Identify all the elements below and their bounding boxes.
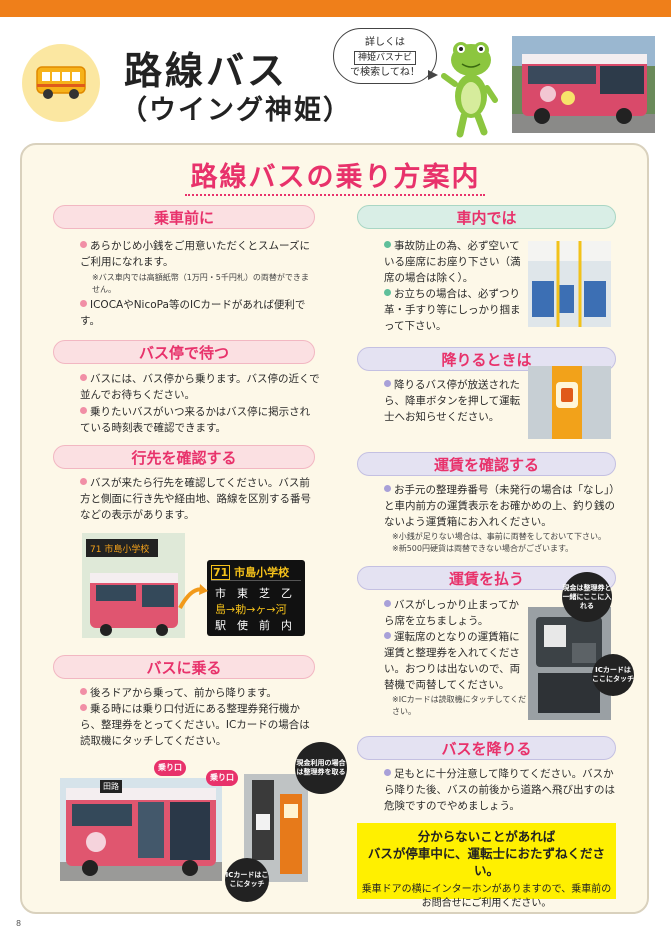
top-orange-stripe	[0, 0, 671, 17]
sign-row3: 駅 使 前 内	[215, 619, 292, 632]
speech-tail	[428, 70, 438, 80]
speech-app-name: 神姫バスナビ	[353, 51, 416, 65]
bullet-icon	[80, 374, 87, 381]
heading-board-bus: バスに乗る	[53, 655, 315, 679]
bullet-icon	[384, 289, 391, 296]
check-fare-note1: ※小銭が足りない場合は、事前に両替をしておいて下さい。	[392, 532, 606, 541]
before-boarding-note: ※バス車内では高額紙幣（1万円・5千円札）の両替ができません。	[92, 273, 309, 294]
guide-title: 路線バスの乗り方案内	[190, 162, 481, 193]
pay-fare-item2: 運転席のとなりの運賃箱に運賃と整理券を入れてください。おつりは出ないので、両替機…	[384, 631, 521, 691]
heading-before-boarding: 乗車前に	[53, 205, 315, 229]
bullet-icon	[80, 704, 87, 711]
bullet-icon	[384, 241, 391, 248]
bullet-icon	[80, 478, 87, 485]
callout-fare-ic: ICカードはここにタッチ	[592, 654, 634, 696]
bullet-icon	[80, 300, 87, 307]
bullet-icon	[384, 632, 391, 639]
sign-destination: 市島小学校	[234, 566, 290, 579]
check-fare-item1: お手元の整理券番号（未発行の場合は「なし」）と車内前方の運賃表示をお確かめの上、…	[384, 484, 615, 528]
sign-row1: 市 東 芝 乙	[215, 587, 292, 600]
bullet-icon	[384, 485, 391, 492]
heading-inside-bus: 車内では	[357, 205, 616, 229]
fare-box-photo	[528, 607, 611, 720]
bullet-icon	[384, 600, 391, 607]
destination-sign-display: 71 市島小学校 市 東 芝 乙 島→勅→ヶ→河 駅 使 前 内	[207, 560, 305, 636]
pay-fare-note1: ※ICカードは読取機にタッチしてください。	[392, 695, 527, 716]
bus-destination-photo: 71 市島小学校	[82, 533, 185, 638]
wait-item1: バスには、バス停から乗ります。バス停の近くで並んでお待ちください。	[80, 373, 320, 401]
sign-route-number: 71	[211, 565, 231, 580]
board-item2: 乗る時には乗り口付近にある整理券発行機から、整理券をとってください。ICカードの…	[80, 703, 310, 747]
speech-bubble: 詳しくは 神姫バスナビ で検索してね！	[333, 28, 437, 84]
ticket-machine-photo	[244, 774, 308, 882]
callout-fare-cash: 現金は整理券と一緒にここに入れる	[562, 572, 612, 622]
help-box: 分からないことがあれば バスが停車中に、運転士におたずねください。 乗車ドアの横…	[357, 823, 616, 909]
speech-line1: 詳しくは	[365, 37, 405, 48]
bus-boarding-photo: 田路	[60, 778, 222, 881]
boarding-label-1: 乗り口	[154, 760, 186, 776]
destination-item1: バスが来たら行先を確認してください。バス前方と側面に行き先や経由地、路線を区別す…	[80, 477, 311, 521]
heading-check-fare: 運賃を確認する	[357, 452, 616, 476]
speech-line3: で検索してね！	[350, 67, 420, 78]
help-line1: 分からないことがあれば	[417, 829, 556, 844]
boarding-label-2: 乗り口	[206, 770, 238, 786]
callout-cash-ticket: 現金利用の場合は整理券を取る	[295, 742, 347, 794]
arrow-icon	[178, 584, 208, 609]
alight-item1: 足もとに十分注意して降りてください。バスから降りた後、バスの前後から道路へ飛び出…	[384, 768, 615, 812]
bullet-icon	[80, 688, 87, 695]
svg-text:71 市島小学校: 71 市島小学校	[90, 543, 149, 555]
bus-photo-exterior	[512, 36, 655, 133]
before-boarding-item1: あらかじめ小銭をご用意いただくとスムーズにご利用になれます。	[80, 240, 310, 268]
bullet-icon	[80, 241, 87, 248]
page-subtitle: （ウイング神姫）	[120, 95, 352, 126]
check-fare-note2: ※新500円硬貨は両替できない場合がございます。	[392, 544, 574, 553]
bullet-icon	[80, 407, 87, 414]
bullet-icon	[384, 769, 391, 776]
bullet-icon	[384, 380, 391, 387]
heading-check-destination: 行先を確認する	[53, 445, 315, 469]
help-line2: バスが停車中に、運転士におたずねください。	[367, 846, 606, 878]
bus-destination-sign: 田路	[100, 780, 122, 793]
heading-wait-at-stop: バス停で待つ	[53, 340, 315, 364]
frog-mascot-icon	[441, 42, 498, 138]
page-title: 路線バス	[124, 49, 289, 93]
page-number: 8	[16, 919, 22, 928]
bus-interior-photo	[528, 241, 611, 327]
inside-item2: お立ちの場合は、必ずつり革・手すり等にしっかり掴まって下さい。	[384, 288, 521, 332]
wait-item2: 乗りたいバスがいつ来るかはバス停に掲示されている時刻表で確認できます。	[80, 406, 311, 434]
stop-button-photo	[528, 366, 611, 439]
getting-off-item1: 降りるバス停が放送されたら、降車ボタンを押して運転士へお知らせください。	[384, 379, 521, 423]
pay-fare-item1: バスがしっかり止まってから席を立ちましょう。	[384, 599, 520, 627]
help-line3: 乗車ドアの横にインターホンがありますので、乗車前のお問合せにご利用ください。	[361, 884, 612, 909]
board-item1: 後ろドアから乗って、前から降ります。	[80, 685, 320, 701]
inside-item1: 事故防止の為、必ず空いている座席にお座り下さい（満席の場合は除く）。	[384, 240, 521, 284]
sign-row2: 島→勅→ヶ→河	[215, 603, 287, 616]
guide-title-underline	[185, 194, 485, 196]
bus-icon	[22, 44, 100, 122]
heading-alight: バスを降りる	[357, 736, 616, 760]
before-boarding-item2: ICOCAやNicoPa等のICカードがあれば便利です。	[80, 299, 306, 327]
callout-ic-touch: ICカードはここにタッチ	[225, 858, 269, 902]
